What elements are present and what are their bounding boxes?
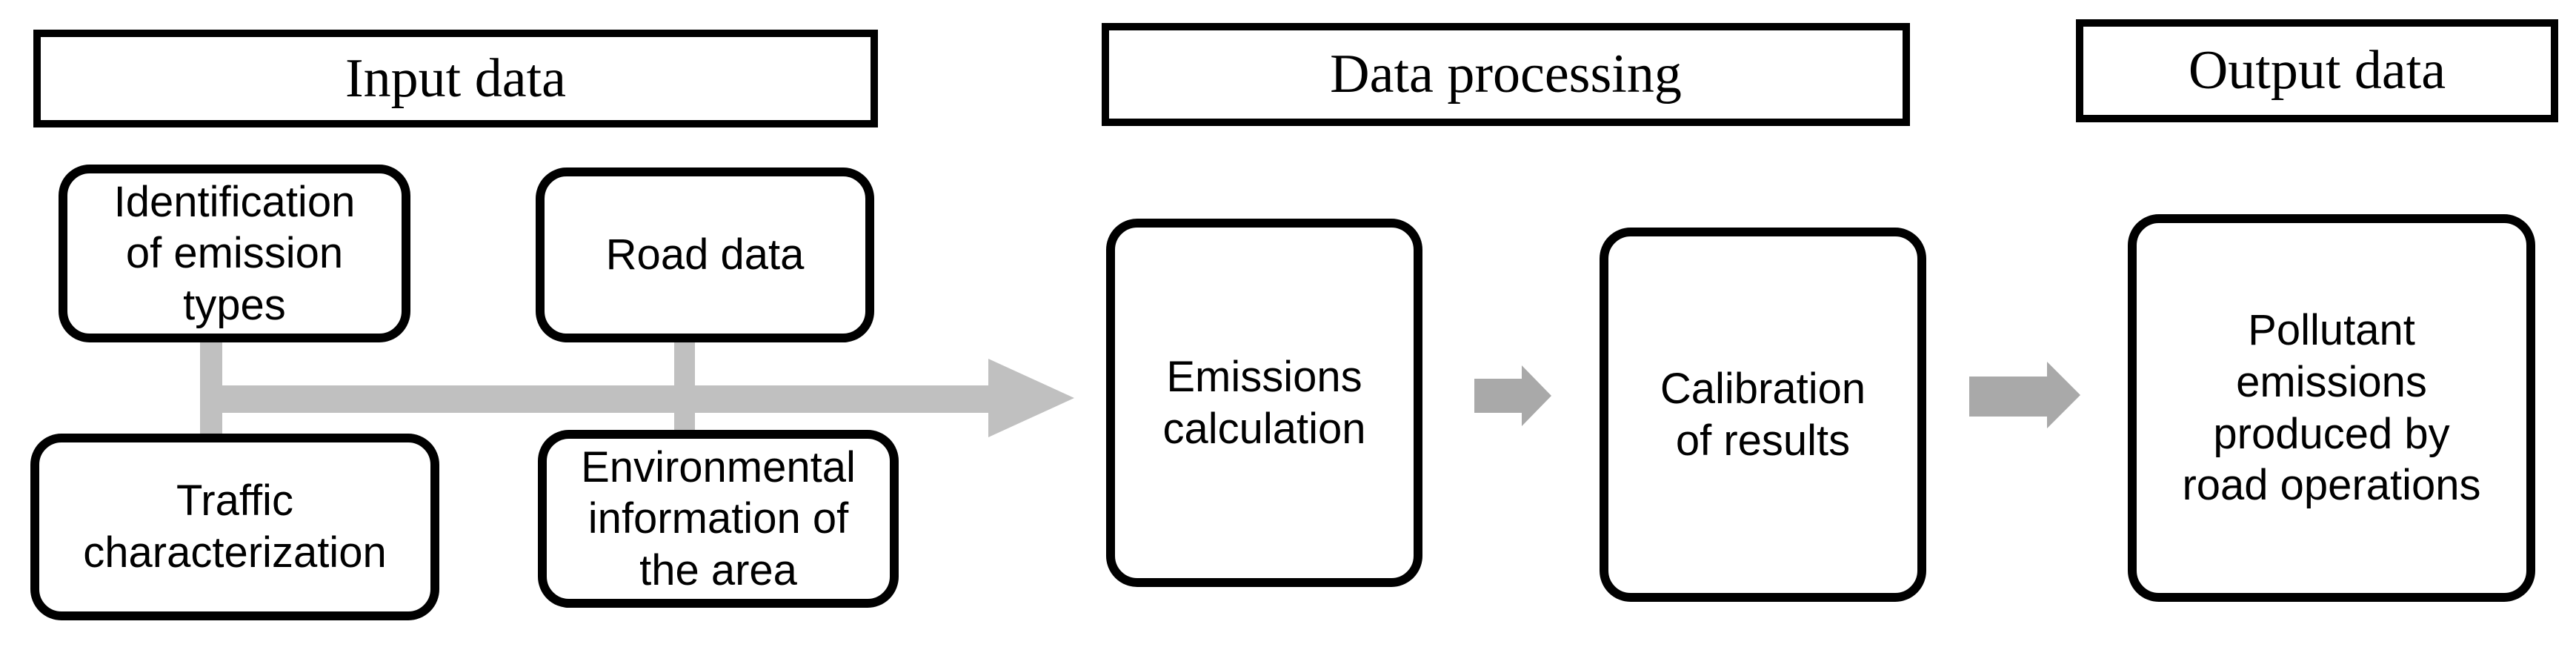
section-header-output-data-label: Output data [2188,40,2446,101]
node-calibration-of-results-label: Calibration of results [1660,364,1866,465]
main-flow-right-arrowhead-icon [988,359,1074,437]
node-emissions-calculation: Emissions calculation [1106,219,1422,587]
node-environmental-information-label: Environmental information of the area [581,442,856,594]
node-traffic-characterization: Traffic characterization [30,434,439,620]
node-identification-label: Identification of emission types [113,177,356,329]
node-pollutant-emissions-output-label: Pollutant emissions produced by road ope… [2182,306,2481,510]
section-header-input-data-label: Input data [345,47,566,109]
section-header-input-data: Input data [33,30,878,127]
node-calibration-of-results: Calibration of results [1600,228,1926,602]
node-emissions-calculation-label: Emissions calculation [1162,352,1366,453]
node-pollutant-emissions-output: Pollutant emissions produced by road ope… [2128,214,2535,602]
main-flow-right-arrow-icon [200,385,988,413]
node-traffic-characterization-label: Traffic characterization [83,477,387,577]
section-header-data-processing: Data processing [1102,23,1910,126]
node-identification-of-emission-types: Identification of emission types [59,165,410,342]
step-right-arrowhead-icon-2 [2047,362,2080,428]
node-road-data: Road data [536,168,874,342]
section-header-output-data: Output data [2076,19,2558,122]
node-environmental-information: Environmental information of the area [538,430,899,608]
section-header-data-processing-label: Data processing [1330,44,1682,105]
step-right-arrow-icon-2 [1969,377,2047,417]
step-right-arrow-icon-1 [1474,379,1522,413]
step-right-arrowhead-icon-1 [1522,365,1551,426]
node-road-data-label: Road data [605,231,805,279]
